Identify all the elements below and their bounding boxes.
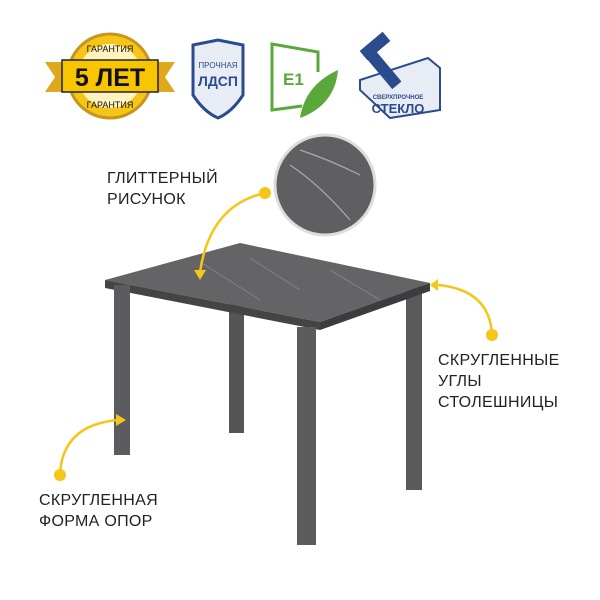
glitter-label-1: ГЛИТТЕРНЫЙ <box>107 170 218 187</box>
legs-label: СКРУГЛЕННАЯ ФОРМА ОПОР <box>39 490 158 532</box>
ldsp-text-1: ПРОЧНАЯ <box>198 61 237 70</box>
glitter-label-2: РИСУНОК <box>107 191 186 208</box>
hammer-icon <box>366 50 402 90</box>
callout-dots <box>54 187 498 481</box>
callout-arrows <box>58 191 494 476</box>
corners-label-1: СКРУГЛЕННЫЕ <box>438 352 560 369</box>
ldsp-badge: ПРОЧНАЯ ЛДСП <box>191 38 245 120</box>
warranty-top-text: ГАРАНТИЯ <box>87 44 134 54</box>
table-illustration <box>105 243 430 545</box>
ldsp-text-2: ЛДСП <box>198 73 238 89</box>
warranty-bottom-text: ГАРАНТИЯ <box>87 100 134 110</box>
warranty-badge: 5 ЛЕТ ГАРАНТИЯ ГАРАНТИЯ <box>45 32 175 120</box>
e1-eco-badge: E1 <box>270 42 338 118</box>
glitter-zoom <box>273 133 377 237</box>
corners-label: СКРУГЛЕННЫЕ УГЛЫ СТОЛЕШНИЦЫ <box>438 350 560 413</box>
glass-text-1: СВЕРХПРОЧНОЕ <box>373 95 424 101</box>
glass-badge: СВЕРХПРОЧНОЕ СТЕКЛО <box>359 31 441 120</box>
warranty-years: 5 ЛЕТ <box>75 64 145 92</box>
e1-label: E1 <box>283 70 304 89</box>
legs-label-2: ФОРМА ОПОР <box>39 513 153 530</box>
corners-label-2: УГЛЫ <box>438 373 482 390</box>
legs-label-1: СКРУГЛЕННАЯ <box>39 492 158 509</box>
glitter-label: ГЛИТТЕРНЫЙ РИСУНОК <box>107 168 218 210</box>
leaf-icon <box>300 70 338 118</box>
glass-text-2: СТЕКЛО <box>372 101 425 116</box>
corners-label-3: СТОЛЕШНИЦЫ <box>438 394 559 411</box>
